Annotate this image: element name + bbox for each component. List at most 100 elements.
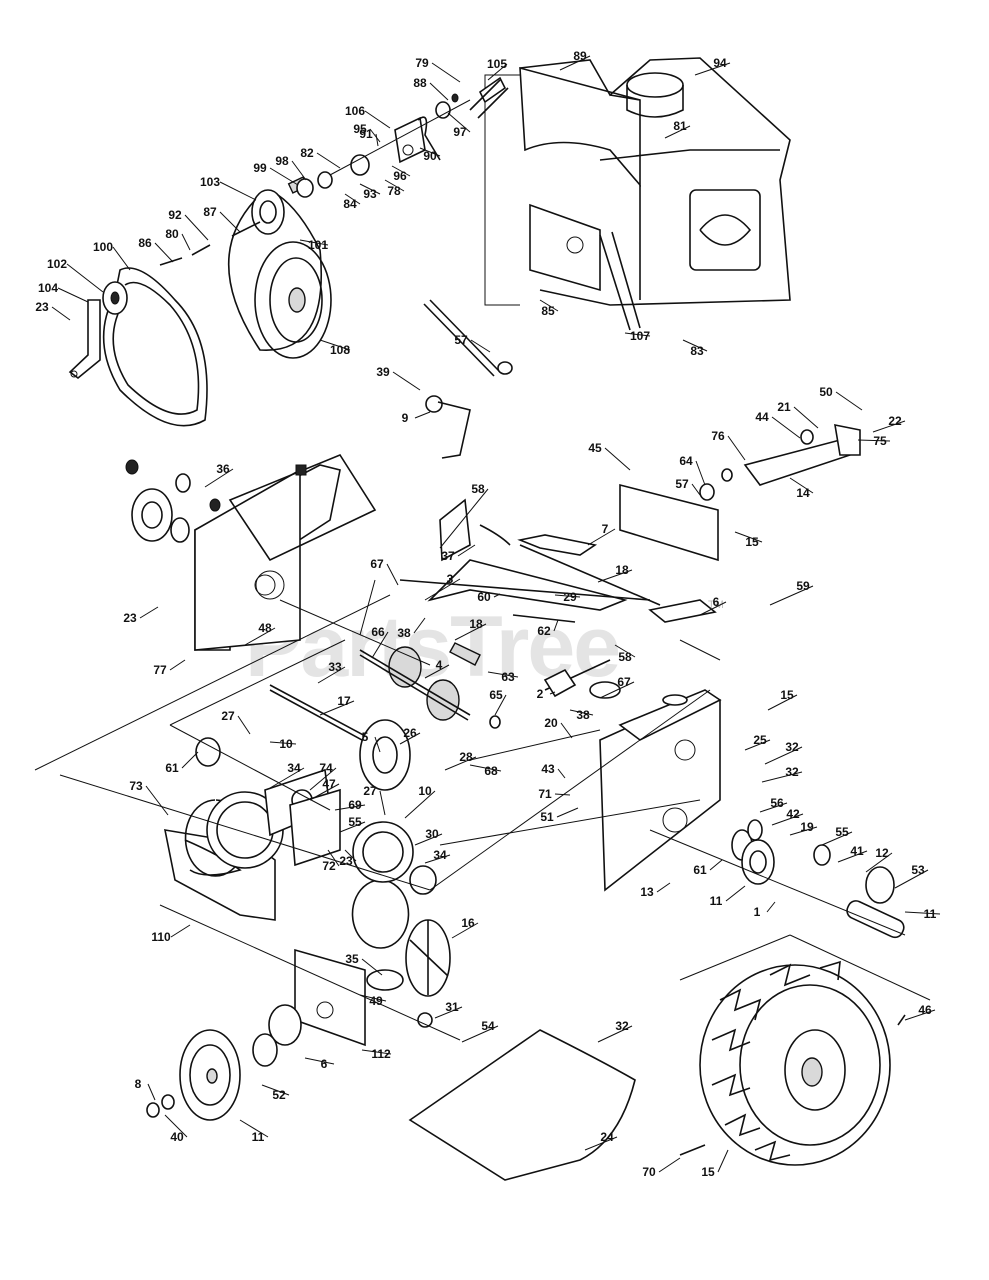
callout-leader-line — [391, 165, 411, 177]
callout-leader-line — [694, 62, 731, 76]
part-callout-label: 89 — [573, 49, 587, 63]
part-callout-label: 31 — [445, 1000, 459, 1014]
callout-leader-line — [369, 128, 381, 143]
callout-leader-line — [414, 833, 443, 846]
part-callout-label: 27 — [363, 784, 377, 798]
callout-leader-line — [904, 911, 941, 915]
callout-leader-line — [444, 756, 477, 771]
part-callout-label: 18 — [469, 617, 483, 631]
callout-leader-line — [761, 771, 803, 783]
callout-leader-line — [470, 339, 491, 353]
callout-leader-line — [487, 671, 519, 678]
part-callout-label: 78 — [387, 184, 401, 198]
callout-leader-line — [181, 751, 199, 769]
part-callout-label: 48 — [258, 621, 272, 635]
callout-leader-line — [239, 1119, 269, 1138]
callout-leader-line — [821, 831, 853, 846]
part-callout-label: 16 — [461, 916, 475, 930]
part-callout-label: 18 — [615, 563, 629, 577]
callout-leader-line — [604, 447, 631, 471]
callout-leader-line — [375, 133, 379, 147]
auger-drive-pulleys — [68, 76, 509, 427]
part-callout-label: 73 — [129, 779, 143, 793]
part-callout-label: 6 — [321, 1057, 328, 1071]
part-callout-label: 103 — [200, 175, 220, 189]
engine-assembly — [484, 57, 791, 331]
callout-leader-line — [164, 1114, 188, 1138]
callout-leader-line — [344, 849, 357, 862]
callout-leader-line — [170, 924, 191, 938]
callout-leader-line — [766, 901, 776, 913]
callout-leader-line — [147, 1083, 156, 1101]
part-callout-label: 46 — [918, 1003, 932, 1017]
part-callout-label: 35 — [345, 952, 359, 966]
bottom-shroud — [408, 1029, 636, 1181]
callout-leader-line — [364, 110, 391, 129]
callout-leader-line — [727, 435, 746, 461]
part-callout-label: 63 — [501, 670, 515, 684]
wheel-assembly — [679, 960, 906, 1166]
callout-leader-line — [682, 339, 708, 352]
part-callout-label: 61 — [693, 863, 707, 877]
part-callout-label: 74 — [319, 761, 333, 775]
callout-leader-line — [269, 167, 299, 186]
part-callout-label: 33 — [328, 660, 342, 674]
callout-leader-line — [569, 709, 594, 716]
callout-leader-line — [894, 869, 929, 889]
part-callout-label: 40 — [170, 1130, 184, 1144]
callout-leader-line — [317, 666, 346, 684]
part-callout-label: 82 — [300, 146, 314, 160]
part-callout-label: 71 — [538, 787, 552, 801]
callout-leader-line — [744, 739, 771, 751]
callout-leader-line — [734, 531, 763, 543]
callout-leader-line — [327, 849, 340, 867]
part-callout-label: 54 — [481, 1019, 495, 1033]
part-callout-label: 27 — [221, 709, 235, 723]
guide-lines — [34, 579, 931, 1041]
callout-leader-line — [451, 922, 479, 939]
part-callout-label: 104 — [38, 281, 58, 295]
callout-leader-line — [709, 859, 723, 871]
part-callout-label: 79 — [415, 56, 429, 70]
callout-leader-line — [487, 63, 508, 81]
callout-leader-line — [424, 578, 461, 601]
part-callout-label: 99 — [253, 161, 267, 175]
part-callout-label: 112 — [371, 1047, 391, 1061]
part-callout-label: 58 — [618, 650, 632, 664]
part-callout-label: 68 — [484, 764, 498, 778]
part-callout-label: 44 — [755, 410, 769, 424]
callout-leader-line — [184, 214, 209, 241]
part-callout-label: 38 — [576, 708, 590, 722]
part-callout-label: 30 — [425, 827, 439, 841]
part-callout-label: 58 — [471, 482, 485, 496]
part-callout-label: 76 — [711, 429, 725, 443]
callout-leader-line — [767, 694, 798, 711]
part-callout-label: 64 — [679, 454, 693, 468]
callout-leader-line — [725, 885, 746, 902]
callout-leader-line — [494, 694, 507, 716]
part-callout-label: 7 — [602, 522, 609, 536]
callout-leader-line — [371, 631, 389, 659]
callout-leader-line — [339, 821, 366, 833]
part-callout-label: 90 — [423, 149, 437, 163]
right-frame-plate — [599, 689, 905, 939]
part-callout-label: 96 — [393, 169, 407, 183]
callout-leader-line — [291, 160, 307, 181]
center-shafts — [269, 498, 717, 791]
part-callout-label: 17 — [337, 694, 351, 708]
part-callout-label: 85 — [541, 304, 555, 318]
callout-leader-line — [717, 1149, 729, 1173]
left-frame-plate — [125, 454, 377, 651]
part-callout-label: 51 — [540, 810, 554, 824]
callout-leader-line — [139, 606, 159, 619]
part-callout-label: 26 — [403, 726, 417, 740]
part-callout-label: 19 — [800, 820, 814, 834]
part-callout-label: 23 — [35, 300, 49, 314]
callout-leader-line — [837, 850, 868, 863]
callout-leader-line — [835, 391, 863, 411]
part-callout-label: 47 — [322, 777, 336, 791]
part-callout-label: 41 — [850, 844, 864, 858]
part-callout-label: 101 — [308, 238, 328, 252]
